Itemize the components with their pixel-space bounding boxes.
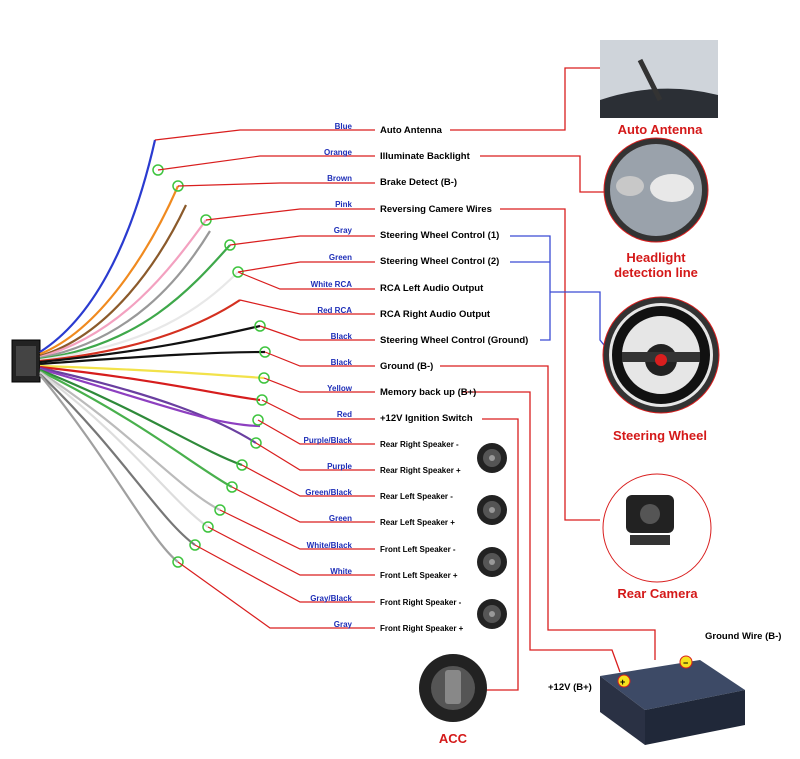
acc-title: ACC <box>438 731 468 746</box>
function-label: Steering Wheel Control (Ground) <box>380 335 529 346</box>
wire-color-label: Red <box>336 410 352 419</box>
wire-color-label: Green/Black <box>305 488 352 497</box>
acc-key-image <box>419 654 487 722</box>
wire-color-label: Red RCA <box>317 306 352 315</box>
wire-color-label: Gray <box>333 620 352 629</box>
speaker-label: Rear Right Speaker - <box>380 440 459 449</box>
rear-camera-title: Rear Camera <box>617 586 698 601</box>
function-label: Memory back up (B+) <box>380 387 477 398</box>
wire-color-label: Gray/Black <box>310 594 352 603</box>
speaker-label: Rear Right Speaker + <box>380 466 461 475</box>
function-label: Brake Detect (B-) <box>380 177 458 188</box>
speaker-label: Front Left Speaker - <box>380 545 456 554</box>
speaker-label: Front Right Speaker - <box>380 598 462 607</box>
ground-wire-label: Ground Wire (B-) <box>705 631 782 642</box>
wire-color-label: Pink <box>335 200 352 209</box>
function-label: RCA Left Audio Output <box>380 283 484 294</box>
svg-text:−: − <box>683 658 688 668</box>
speaker-label: Front Right Speaker + <box>380 624 464 633</box>
svg-text:+: + <box>620 677 625 687</box>
wire-color-label: White <box>330 567 352 576</box>
wire-color-label: White RCA <box>310 280 352 289</box>
wire-color-label: Purple <box>327 462 352 471</box>
speaker-label: Rear Left Speaker + <box>380 518 455 527</box>
steering-wheel-title: Steering Wheel <box>613 428 707 443</box>
wire-color-label: Orange <box>323 148 352 157</box>
function-label: Steering Wheel Control (1) <box>380 230 500 241</box>
auto-antenna-title: Auto Antenna <box>617 122 703 137</box>
wire-color-label: Purple/Black <box>303 436 352 445</box>
wire-color-label: Blue <box>334 122 352 131</box>
function-label: Ground (B-) <box>380 361 434 372</box>
wire-color-label: Yellow <box>327 384 352 393</box>
antenna-image <box>600 40 718 118</box>
wire-color-label: White/Black <box>306 541 352 550</box>
rear-camera-image <box>602 473 712 583</box>
function-label: Steering Wheel Control (2) <box>380 256 500 267</box>
speaker-label: Front Left Speaker + <box>380 571 458 580</box>
wire-color-label: Green <box>328 514 352 523</box>
headlight-title: Headlight detection line <box>614 250 698 280</box>
function-label: Reversing Camere Wires <box>380 204 492 215</box>
wire-color-label: Brown <box>327 174 352 183</box>
steering-wheel-image <box>602 296 720 414</box>
function-label: Auto Antenna <box>380 125 442 136</box>
wire-color-label: Black <box>330 358 352 367</box>
wire-color-label: Gray <box>333 226 352 235</box>
function-label: +12V Ignition Switch <box>380 413 473 424</box>
headlight-image <box>603 137 709 243</box>
function-label: Illuminate Backlight <box>380 151 470 162</box>
battery-image: + − <box>600 655 745 745</box>
speaker-label: Rear Left Speaker - <box>380 492 453 501</box>
wire-color-label: Black <box>330 332 352 341</box>
wire-color-label: Green <box>328 253 352 262</box>
function-label: RCA Right Audio Output <box>380 309 491 320</box>
battery-plus-label: +12V (B+) <box>548 682 592 693</box>
